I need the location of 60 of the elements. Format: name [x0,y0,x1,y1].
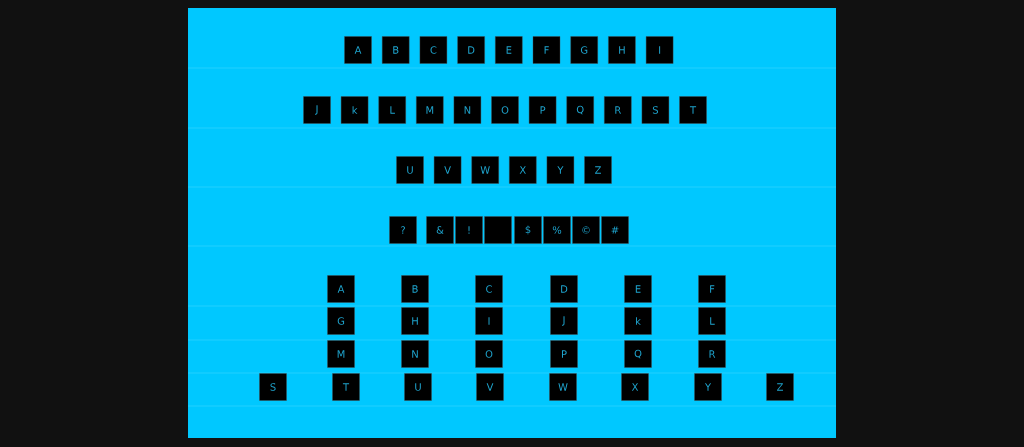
letter-tile: Z [584,156,612,184]
letter-tile: E [624,275,652,303]
letter-tile: B [401,275,429,303]
letter-tile: Q [566,96,594,124]
letter-tile: F [698,275,726,303]
letter-tile: U [404,373,432,401]
letter-tile: O [491,96,519,124]
letter-tile: # [601,216,629,244]
letter-tile: S [259,373,287,401]
letter-tile: Q [624,340,652,368]
letter-tile: G [570,36,598,64]
letter-tile: © [572,216,600,244]
letter-tile: W [549,373,577,401]
letter-tile: R [604,96,632,124]
letter-tile: k [624,307,652,335]
letter-tile: G [327,307,355,335]
letter-tile: A [327,275,355,303]
letter-tile: O [475,340,503,368]
letter-tile: & [426,216,454,244]
letter-tile: A [344,36,372,64]
letter-tile: N [401,340,429,368]
letter-tile: F [532,36,561,64]
letter-tile: B [382,36,410,64]
letter-tile: T [679,96,707,124]
letter-tile: C [419,36,448,64]
letter-tile: S [641,96,670,124]
letter-tile: J [550,307,578,335]
letter-tile: D [550,275,578,303]
letter-tile: T [332,373,360,401]
letter-tile: H [608,36,636,64]
letter-tile: ? [389,216,417,244]
letter-tile: D [457,36,485,64]
letter-tile: H [401,307,429,335]
letter-tile: X [509,156,537,184]
letter-tile: P [528,96,557,124]
letter-tile: Y [694,373,722,401]
letter-tile: X [621,373,649,401]
letter-tile: M [416,96,444,124]
letter-tile: W [471,156,499,184]
letter-tile: V [433,156,462,184]
letter-tile: Y [546,156,575,184]
letter-tile: k [340,96,369,124]
letter-tile: $ [514,216,542,244]
letter-tile: R [698,340,726,368]
letter-tile: M [327,340,355,368]
letter-tile: U [396,156,424,184]
letter-tile: I [475,307,503,335]
letter-tile: C [475,275,503,303]
letter-tile: E [495,36,523,64]
letter-tile: % [543,216,571,244]
blank-tile [484,216,512,244]
letter-tile: Z [766,373,794,401]
letter-tile: L [378,96,406,124]
letter-tile: I [645,36,674,64]
letter-tile: N [453,96,482,124]
letter-tile: V [476,373,504,401]
letter-tile: L [698,307,726,335]
letter-tile: ! [455,216,483,244]
letter-tile: P [550,340,578,368]
letter-tile: J [303,96,331,124]
